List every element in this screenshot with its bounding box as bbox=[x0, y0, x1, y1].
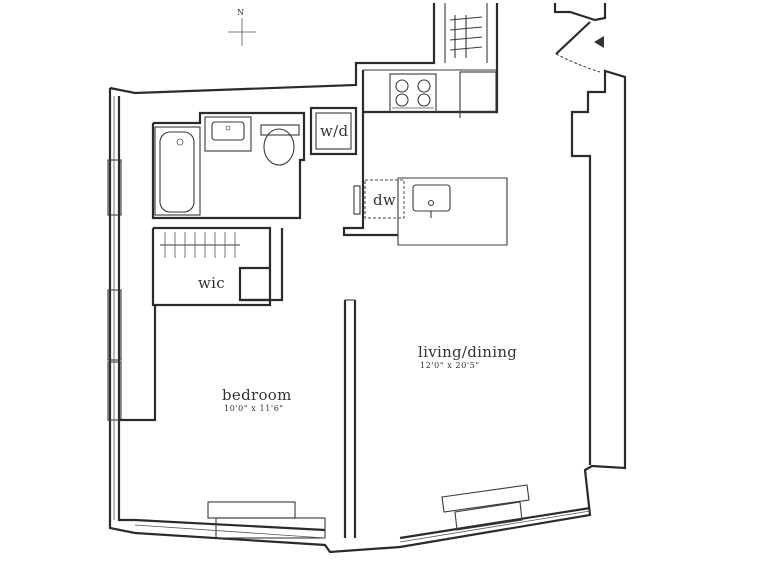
sink-icon bbox=[412, 184, 451, 218]
bedroom-dims: 10'0" x 11'6" bbox=[224, 404, 284, 413]
entry-arrow-icon bbox=[594, 36, 604, 48]
washer-dryer: w/d bbox=[309, 106, 358, 156]
kitchen-island: dw bbox=[342, 112, 508, 246]
walk-in-closet: wic bbox=[151, 226, 284, 307]
bedroom-label: bedroom bbox=[222, 386, 292, 404]
living-dining-dims: 12'0" x 20'5" bbox=[420, 361, 480, 370]
south-windows bbox=[134, 484, 591, 543]
outer-walls bbox=[108, 3, 627, 554]
compass-icon: N bbox=[228, 8, 256, 46]
kitchen-counter bbox=[361, 69, 497, 118]
north-label: N bbox=[237, 8, 244, 17]
bathroom bbox=[151, 111, 306, 220]
bedroom-walls bbox=[119, 299, 357, 538]
stair bbox=[449, 15, 483, 58]
room-labels: living/dining 12'0" x 20'5" bedroom 10'0… bbox=[222, 343, 517, 413]
bathtub-icon bbox=[154, 126, 201, 216]
toilet-icon bbox=[260, 124, 300, 166]
west-windows bbox=[107, 96, 122, 520]
washer-dryer-label: w/d bbox=[320, 122, 348, 140]
dishwasher-label: dw bbox=[373, 191, 396, 209]
stove-icon bbox=[389, 73, 437, 113]
wic-label: wic bbox=[198, 274, 225, 292]
living-dining-label: living/dining bbox=[418, 343, 517, 361]
entry-door bbox=[555, 21, 604, 73]
